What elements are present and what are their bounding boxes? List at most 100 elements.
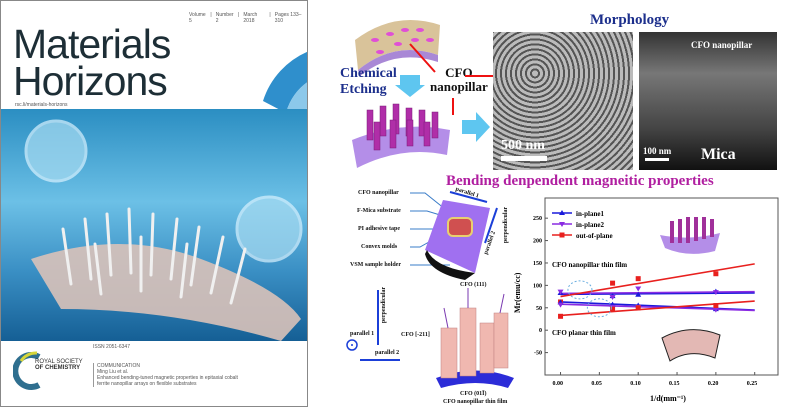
- journal-title-2: Horizons: [13, 58, 168, 104]
- data-point-1: [557, 289, 564, 295]
- data-point-5: [713, 303, 719, 309]
- y-tick-label: 0: [539, 328, 542, 334]
- x-axis-label: 1/d(mm⁻¹): [650, 394, 686, 403]
- data-point-5: [610, 306, 616, 312]
- x-tick-label: 0.15: [669, 381, 680, 387]
- y-tick-label: 50: [536, 306, 542, 312]
- data-point-5: [558, 313, 564, 319]
- data-point-4: [712, 307, 719, 313]
- direction-axes: [346, 290, 400, 361]
- legend-marker: [559, 222, 565, 227]
- legend-perpendicular: perpendicular: [381, 286, 388, 324]
- tem-image: CFO nanopillar 100 nm Mica: [639, 32, 777, 170]
- cfo-line2: nanopillar: [430, 79, 488, 94]
- inset-nanopillar-array: [660, 217, 720, 254]
- legend-marker: [559, 232, 565, 238]
- data-point-1: [712, 290, 719, 296]
- sem-image: 500 nm: [493, 32, 633, 170]
- planar-ellipse: [586, 298, 612, 318]
- number: Number 2: [215, 12, 234, 24]
- authors: Ming Liu et al.: [97, 369, 129, 375]
- setup-label-holder: VSM sample holder: [350, 262, 401, 268]
- vsm-setup-illustration: [410, 191, 498, 280]
- annotation-nanopillar: CFO nanopillar thin film: [552, 261, 627, 269]
- tem-scale-bar: [645, 158, 669, 161]
- chart-legend: in-plane1 in-plane2 out-of-plane: [552, 210, 613, 240]
- legend-parallel2: parallel 2: [375, 350, 400, 356]
- tem-substrate-label: Mica: [701, 146, 736, 163]
- morphology-title: Morphology: [590, 12, 670, 28]
- x-tick-label: 0.05: [591, 381, 602, 387]
- setup-label-molds: Convex molds: [361, 244, 398, 250]
- y-tick-label: 150: [533, 261, 542, 267]
- setup-label-pi-tape: PI adhesive tape: [358, 226, 400, 232]
- setup-label-mica: F-Mica substrate: [357, 208, 401, 214]
- legend-label: in-plane1: [576, 210, 605, 218]
- publisher-name: ROYAL SOCIETY OF CHEMISTRY: [35, 359, 83, 371]
- data-point-1: [609, 295, 616, 301]
- chemical-etching-line2: Etching: [340, 82, 387, 97]
- crystal-caption: CFO nanopillar thin film: [443, 399, 508, 405]
- x-tick-label: 0.10: [630, 381, 641, 387]
- data-point-1: [635, 286, 642, 292]
- x-tick-label: 0.00: [553, 381, 564, 387]
- fit-line-4: [560, 303, 755, 312]
- publisher-line2: OF CHEMISTRY: [35, 365, 81, 371]
- sem-scale-bar: [501, 156, 547, 161]
- issn: ISSN 2051-6347: [93, 344, 130, 350]
- annotation-planar: CFO planar thin film: [552, 329, 616, 337]
- cover-artwork: [1, 109, 307, 341]
- journal-cover: Volume 5| Number 2| March 2018| Pages 13…: [0, 0, 308, 407]
- article-type: COMMUNICATION: [97, 363, 140, 369]
- publisher-line1: ROYAL SOCIETY: [35, 359, 83, 365]
- legend-label: out-of-plane: [576, 232, 613, 240]
- nanopillar-artwork: [24, 119, 303, 341]
- rsc-logo-icon: [13, 351, 41, 390]
- down-arrow-icon: [395, 75, 425, 97]
- article-info: COMMUNICATION Ming Liu et al. Enhanced b…: [93, 363, 243, 387]
- legend-parallel1: parallel 1: [350, 331, 375, 337]
- pages: Pages 133–310: [274, 12, 302, 24]
- fit-line-1: [560, 290, 755, 295]
- data-point-0: [635, 291, 642, 297]
- fit-line-2: [560, 263, 755, 298]
- tem-scale-label: 100 nm: [643, 146, 672, 156]
- issue-line: Volume 5| Number 2| March 2018| Pages 13…: [189, 12, 304, 24]
- tem-label: CFO nanopillar: [691, 40, 753, 50]
- x-tick-label: 0.25: [747, 381, 758, 387]
- crystal-pillars: [436, 288, 514, 388]
- plot-frame: [544, 197, 779, 376]
- data-point-4: [557, 302, 564, 308]
- chemical-etching-label: Chemical Etching: [340, 66, 397, 98]
- sem-scale-label: 500 nm: [501, 138, 545, 153]
- y-tick-label: -50: [534, 351, 542, 357]
- inset-planar-film: [661, 329, 721, 362]
- setup-label-nanopillar: CFO nanopillar: [358, 190, 399, 196]
- fit-line-0: [560, 292, 755, 296]
- data-point-2: [610, 280, 616, 286]
- x-tick-label: 0.20: [708, 381, 719, 387]
- date: March 2018: [243, 12, 258, 24]
- crystal-bottom-label: CFO (01Ī): [460, 391, 487, 397]
- fit-line-5: [560, 300, 755, 317]
- y-axis-label: Mr(emu/cc): [513, 272, 522, 313]
- nanopillar-ellipse: [567, 280, 593, 300]
- crystal-side-label: CFO [-211]: [401, 332, 430, 338]
- film-before-etching: [355, 20, 440, 76]
- data-point-5: [635, 305, 641, 311]
- etched-nanopillars: [352, 103, 450, 168]
- y-tick-label: 100: [533, 283, 542, 289]
- legend-label: in-plane2: [576, 221, 605, 229]
- journal-title-1: Materials: [13, 21, 171, 67]
- setup-perpendicular: perpendicular: [503, 206, 510, 244]
- volume: Volume 5: [189, 12, 206, 24]
- journal-url: rsc.li/materials-horizons: [15, 102, 68, 108]
- right-arrow-icon: [462, 112, 490, 142]
- article-title: Enhanced bending-tuned magnetic properti…: [97, 375, 238, 387]
- bending-title: Bending denpendent magneitic properties: [446, 173, 714, 189]
- crystal-top-label: CFO (111): [460, 282, 487, 288]
- data-point-2: [635, 276, 641, 282]
- data-point-2: [713, 271, 719, 277]
- chemical-etching-line1: Chemical: [340, 66, 397, 81]
